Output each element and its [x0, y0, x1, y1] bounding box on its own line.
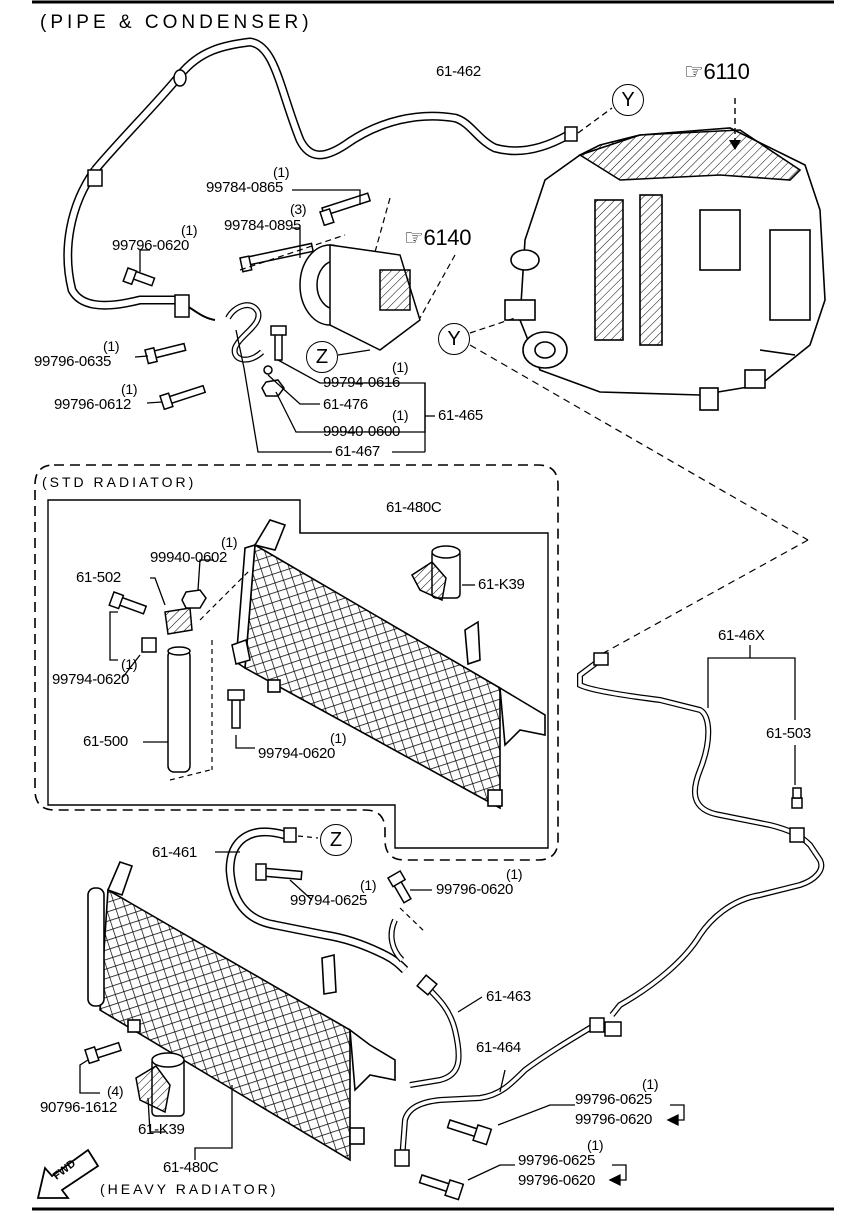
k39-block-heavy — [135, 1052, 185, 1117]
leader-lines-46x — [707, 645, 796, 785]
y-leader-hvac — [469, 317, 516, 334]
ref-6140-leader — [419, 254, 456, 319]
y-long-dash-2 — [599, 539, 809, 656]
qty-99940-0600: (1) — [392, 407, 409, 423]
label-61-500: 61-500 — [83, 733, 128, 750]
bolts-bottom — [84, 863, 493, 1201]
label-61-k39-heavy: 61-K39 — [138, 1121, 185, 1138]
label-61-480c-heavy: 61-480C — [163, 1159, 219, 1176]
bolt-dash-bottom — [399, 907, 426, 933]
ref-6110-arrowhead — [729, 140, 741, 150]
pipe-61-463 — [409, 974, 462, 1088]
label-61-464: 61-464 — [476, 1039, 521, 1056]
label-99794-0620-a: 99794-0620 — [52, 671, 130, 688]
label-99794-0620-b: 99794-0620 — [258, 745, 336, 762]
pipe-61-46x — [577, 652, 825, 1037]
z-leader-top — [337, 349, 371, 356]
pipe-61-464 — [394, 1017, 605, 1167]
label-61-46x: 61-46X — [718, 627, 765, 644]
label-99794-0625: 99794-0625 — [290, 892, 368, 909]
label-99794-0616: 99794-0616 — [323, 374, 401, 391]
ref-6110: ☞6110 — [684, 61, 750, 83]
marker-z-top: Z — [306, 341, 338, 373]
qty-99796-0625-a: (1) — [642, 1076, 659, 1092]
label-61-476: 61-476 — [323, 396, 368, 413]
qty-99796-0635: (1) — [103, 338, 120, 354]
diagram-title: (PIPE & CONDENSER) — [40, 12, 313, 33]
marker-y-top: Y — [612, 84, 644, 116]
pipe-61-462 — [63, 37, 613, 310]
label-99784-0865: 99784-0865 — [206, 179, 284, 196]
qty-99794-0620-a: (1) — [121, 656, 138, 672]
section-heavy-radiator: (HEAVY RADIATOR) — [100, 1181, 279, 1197]
qty-99796-0612: (1) — [121, 381, 138, 397]
label-61-462: 61-462 — [436, 63, 481, 80]
label-61-463: 61-463 — [486, 988, 531, 1005]
k39-block-std — [411, 545, 461, 602]
label-61-k39-std: 61-K39 — [478, 576, 525, 593]
leader-lines-std — [109, 520, 475, 749]
qty-99940-0602: (1) — [221, 534, 238, 550]
std-radiator-inner-frame — [47, 499, 549, 849]
label-61-503: 61-503 — [766, 725, 811, 742]
label-99796-0620-d: 99796-0620 — [575, 1111, 653, 1128]
drier-dash-1 — [169, 769, 211, 781]
qty-99794-0625: (1) — [360, 877, 377, 893]
std-condenser — [235, 519, 546, 810]
pipe-61-461 — [225, 827, 409, 974]
heavy-condenser — [87, 861, 396, 1162]
marker-z-bottom: Z — [320, 824, 352, 856]
qty-99796-0620-c: (1) — [506, 866, 523, 882]
ref-6140: ☞6140 — [404, 227, 471, 249]
label-99796-0620-top: 99796-0620 — [112, 237, 190, 254]
compressor — [299, 244, 421, 351]
qty-99784-0865: (1) — [273, 164, 290, 180]
leader-lines-top — [134, 189, 435, 453]
qty-99796-0620-top: (1) — [181, 222, 198, 238]
qty-99794-0620-b: (1) — [330, 730, 347, 746]
label-61-465: 61-465 — [438, 407, 483, 424]
leader-dash-compressor-2 — [239, 234, 346, 271]
bolts-top — [122, 192, 372, 411]
qty-99796-0625-b: (1) — [587, 1137, 604, 1153]
qty-99784-0895: (3) — [290, 201, 307, 217]
qty-99794-0616: (1) — [392, 359, 409, 375]
label-99796-0620-c: 99796-0620 — [436, 881, 514, 898]
marker-y-hvac: Y — [438, 323, 470, 355]
hvac-unit-6110 — [504, 127, 826, 411]
pointing-hand-icon: ☞ — [404, 225, 424, 250]
label-61-467: 61-467 — [335, 443, 380, 460]
section-std-radiator: (STD RADIATOR) — [42, 474, 197, 490]
label-99940-0600: 99940-0600 — [323, 423, 401, 440]
receiver-drier-61-500 — [108, 589, 251, 773]
std-radiator-box — [34, 464, 559, 861]
leader-lines-bottom — [79, 851, 685, 1187]
label-61-461: 61-461 — [152, 844, 197, 861]
y-long-dash — [469, 344, 809, 541]
label-99796-0635: 99796-0635 — [34, 353, 112, 370]
label-61-480c-std: 61-480C — [386, 499, 442, 516]
label-99940-0602: 99940-0602 — [150, 549, 228, 566]
fwd-arrow — [36, 1148, 100, 1199]
label-99796-0612: 99796-0612 — [54, 396, 132, 413]
ref-6140-text: 6140 — [423, 225, 472, 250]
label-99796-0625-a: 99796-0625 — [575, 1091, 653, 1108]
label-99784-0895: 99784-0895 — [224, 217, 302, 234]
ref-6110-text: 6110 — [703, 59, 750, 84]
label-99796-0625-b: 99796-0625 — [518, 1152, 596, 1169]
label-90796-1612: 90796-1612 — [40, 1099, 118, 1116]
label-61-502: 61-502 — [76, 569, 121, 586]
fitting-61-476 — [174, 294, 265, 363]
qty-90796-1612: (4) — [107, 1083, 124, 1099]
label-99796-0620-e: 99796-0620 — [518, 1172, 596, 1189]
pointing-hand-icon: ☞ — [684, 59, 704, 84]
drier-dash-2 — [199, 569, 251, 621]
